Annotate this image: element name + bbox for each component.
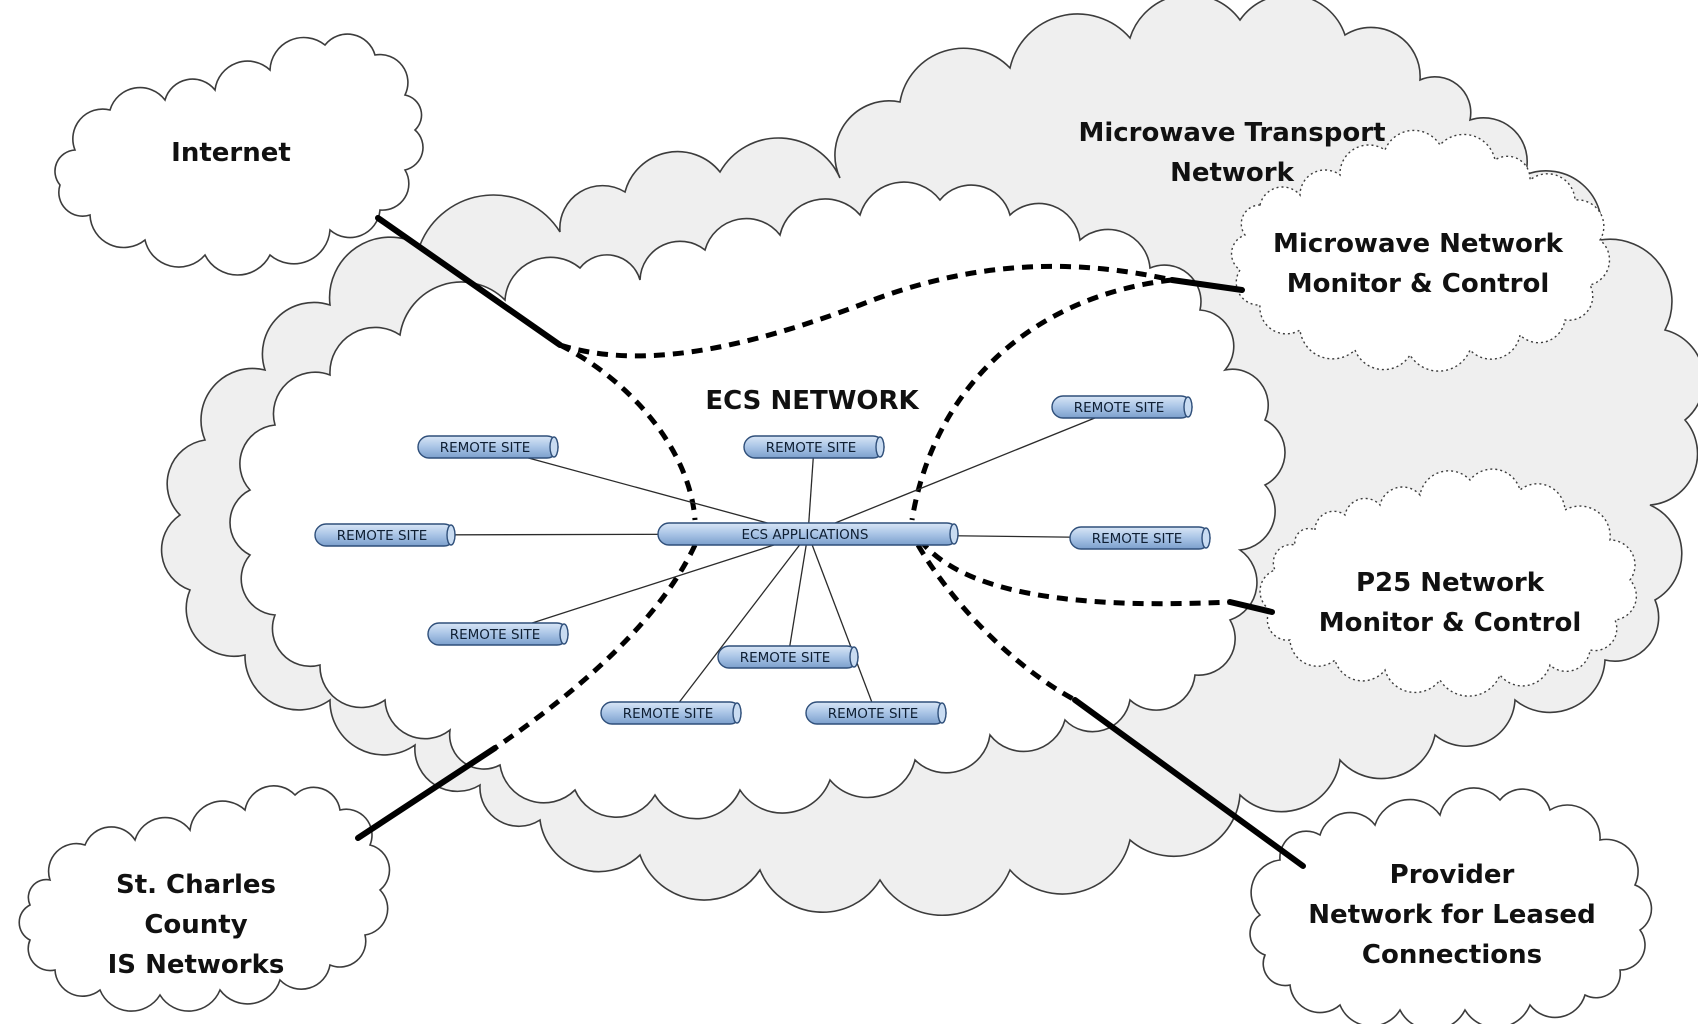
microwave-transport-label: Microwave Transport [1078,118,1385,148]
remote-site-node-cap [732,702,742,724]
remote-site-node: REMOTE SITE [1051,395,1193,419]
remote-site-node-label: REMOTE SITE [623,706,714,722]
microwave-monitor-label: Monitor & Control [1287,269,1550,299]
remote-site-node: REMOTE SITE [717,645,859,669]
remote-site-node-cap [849,646,859,668]
remote-site-node-label: REMOTE SITE [828,706,919,722]
ecs-network-cloud [229,181,1286,820]
remote-site-node-cap [446,524,456,546]
remote-site-node-cap [937,702,947,724]
provider-cloud [1249,787,1653,1024]
remote-site-node: REMOTE SITE [314,523,456,547]
internet-cloud [54,33,424,276]
county-is-cloud [18,785,391,1012]
site-link [670,533,809,714]
remote-site-node-cap [875,436,885,458]
county-is-label: IS Networks [108,950,285,980]
remote-site-node-label: REMOTE SITE [337,528,428,544]
p25-monitor-cloud [1259,468,1638,697]
remote-site-node-cap [1183,396,1193,418]
site-link [807,406,1123,535]
nodes-layer: ECS APPLICATIONS REMOTE SITE REMOTE SITE RE… [314,395,1211,725]
dashed-hub-p25 [918,538,1231,607]
site-link [487,446,809,535]
labels-layer: ECS NETWORK Internet Microwave TransportNe… [108,118,1596,980]
site-link [807,446,815,535]
internet-link [375,215,563,348]
site-link [497,533,809,635]
remote-site-node: REMOTE SITE [805,701,947,725]
remote-site-node: REMOTE SITE [600,701,742,725]
remote-site-node: REMOTE SITE [427,622,569,646]
ecs-applications-node: ECS APPLICATIONS [657,522,959,546]
remote-site-node-label: REMOTE SITE [766,440,857,456]
remote-site-node-cap [559,623,569,645]
remote-site-node: REMOTE SITE [743,435,885,459]
microwave-transport-label: Network [1170,158,1295,188]
microwave-monitor-label: Microwave Network [1273,229,1564,259]
p25-monitor-label: P25 Network [1356,568,1545,598]
ecs-applications-node-cap [949,523,959,545]
county-is-label: County [144,910,247,940]
provider-label: Provider [1390,860,1515,890]
dashed-microwave-hub [909,277,1173,521]
internet-label: Internet [171,138,291,168]
provider-link [1072,697,1306,869]
remote-site-node-cap [1201,527,1211,549]
provider-label: Network for Leased [1308,900,1595,930]
remote-site-node-cap [549,436,559,458]
p25-monitor-link [1227,599,1275,615]
provider-label: Connections [1362,940,1542,970]
county-is-link [355,745,498,841]
dashed-hub-provider [915,543,1077,703]
ecs-network-title: ECS NETWORK [705,386,919,416]
remote-site-node: REMOTE SITE [417,435,559,459]
p25-monitor-label: Monitor & Control [1319,608,1582,638]
remote-site-node-label: REMOTE SITE [450,627,541,643]
dashed-hub-county [493,543,698,751]
remote-site-node-label: REMOTE SITE [740,650,831,666]
microwave-monitor-link [1169,277,1245,293]
site-link [787,533,809,658]
site-link [807,533,877,714]
dashed-internet-microwave [559,263,1173,359]
remote-site-node-label: REMOTE SITE [440,440,531,456]
county-is-label: St. Charles [116,870,276,900]
links-layer [355,215,1306,869]
remote-site-node: REMOTE SITE [1069,526,1211,550]
remote-site-node-label: REMOTE SITE [1092,531,1183,547]
microwave-monitor-cloud [1230,129,1611,372]
ecs-applications-node-label: ECS APPLICATIONS [742,527,869,543]
dashed-internet-hub [558,342,698,521]
clouds-layer [18,0,1698,1024]
remote-site-node-label: REMOTE SITE [1074,400,1165,416]
